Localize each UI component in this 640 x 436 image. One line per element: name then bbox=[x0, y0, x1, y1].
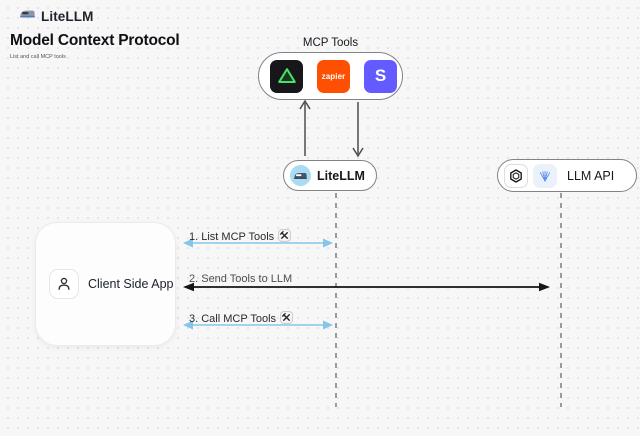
mcp-tools-label: MCP Tools bbox=[302, 37, 359, 49]
flow-2-text: 2. Send Tools to LLM bbox=[189, 273, 293, 285]
mcp-tools-node[interactable]: zapier S bbox=[258, 52, 403, 100]
flow-label-list-mcp-tools: 1. List MCP Tools bbox=[189, 229, 292, 245]
stripe-letter: S bbox=[374, 66, 387, 85]
litellm-train-icon bbox=[290, 165, 311, 186]
zapier-icon[interactable]: zapier bbox=[317, 59, 350, 93]
down-arrow bbox=[352, 102, 364, 158]
brand-name: LiteLLM bbox=[41, 8, 94, 24]
litellm-node-label: LiteLLM bbox=[317, 168, 365, 183]
client-node-label: Client Side App bbox=[88, 277, 174, 291]
brand: LiteLLM bbox=[19, 7, 93, 25]
flow-1-text: 1. List MCP Tools bbox=[189, 231, 275, 243]
flow-label-send-tools-to-llm: 2. Send Tools to LLM bbox=[189, 273, 292, 285]
blue-fan-provider-icon bbox=[533, 163, 557, 188]
flow-3-text: 3. Call MCP Tools bbox=[189, 313, 277, 325]
litellm-node[interactable]: LiteLLM bbox=[283, 160, 377, 191]
llm-api-node-label: LLM API bbox=[567, 168, 615, 183]
page-title: Model Context Protocol bbox=[10, 32, 180, 49]
hammer-wrench-icon bbox=[278, 229, 292, 245]
stripe-icon[interactable]: S bbox=[364, 59, 397, 93]
page-subtitle: List and call MCP tools bbox=[10, 54, 66, 60]
litellm-logo-train-icon bbox=[19, 7, 36, 25]
up-arrow bbox=[299, 99, 311, 156]
person-icon bbox=[49, 269, 79, 299]
flow-label-call-mcp-tools: 3. Call MCP Tools bbox=[189, 311, 293, 327]
llm-api-node[interactable]: LLM API bbox=[497, 159, 637, 192]
client-side-app-node[interactable]: Client Side App bbox=[35, 222, 176, 346]
zapier-wordmark: zapier bbox=[321, 71, 346, 81]
green-triangle-tool-icon[interactable] bbox=[270, 59, 303, 93]
openai-icon bbox=[504, 163, 528, 188]
hammer-wrench-icon bbox=[280, 311, 293, 327]
